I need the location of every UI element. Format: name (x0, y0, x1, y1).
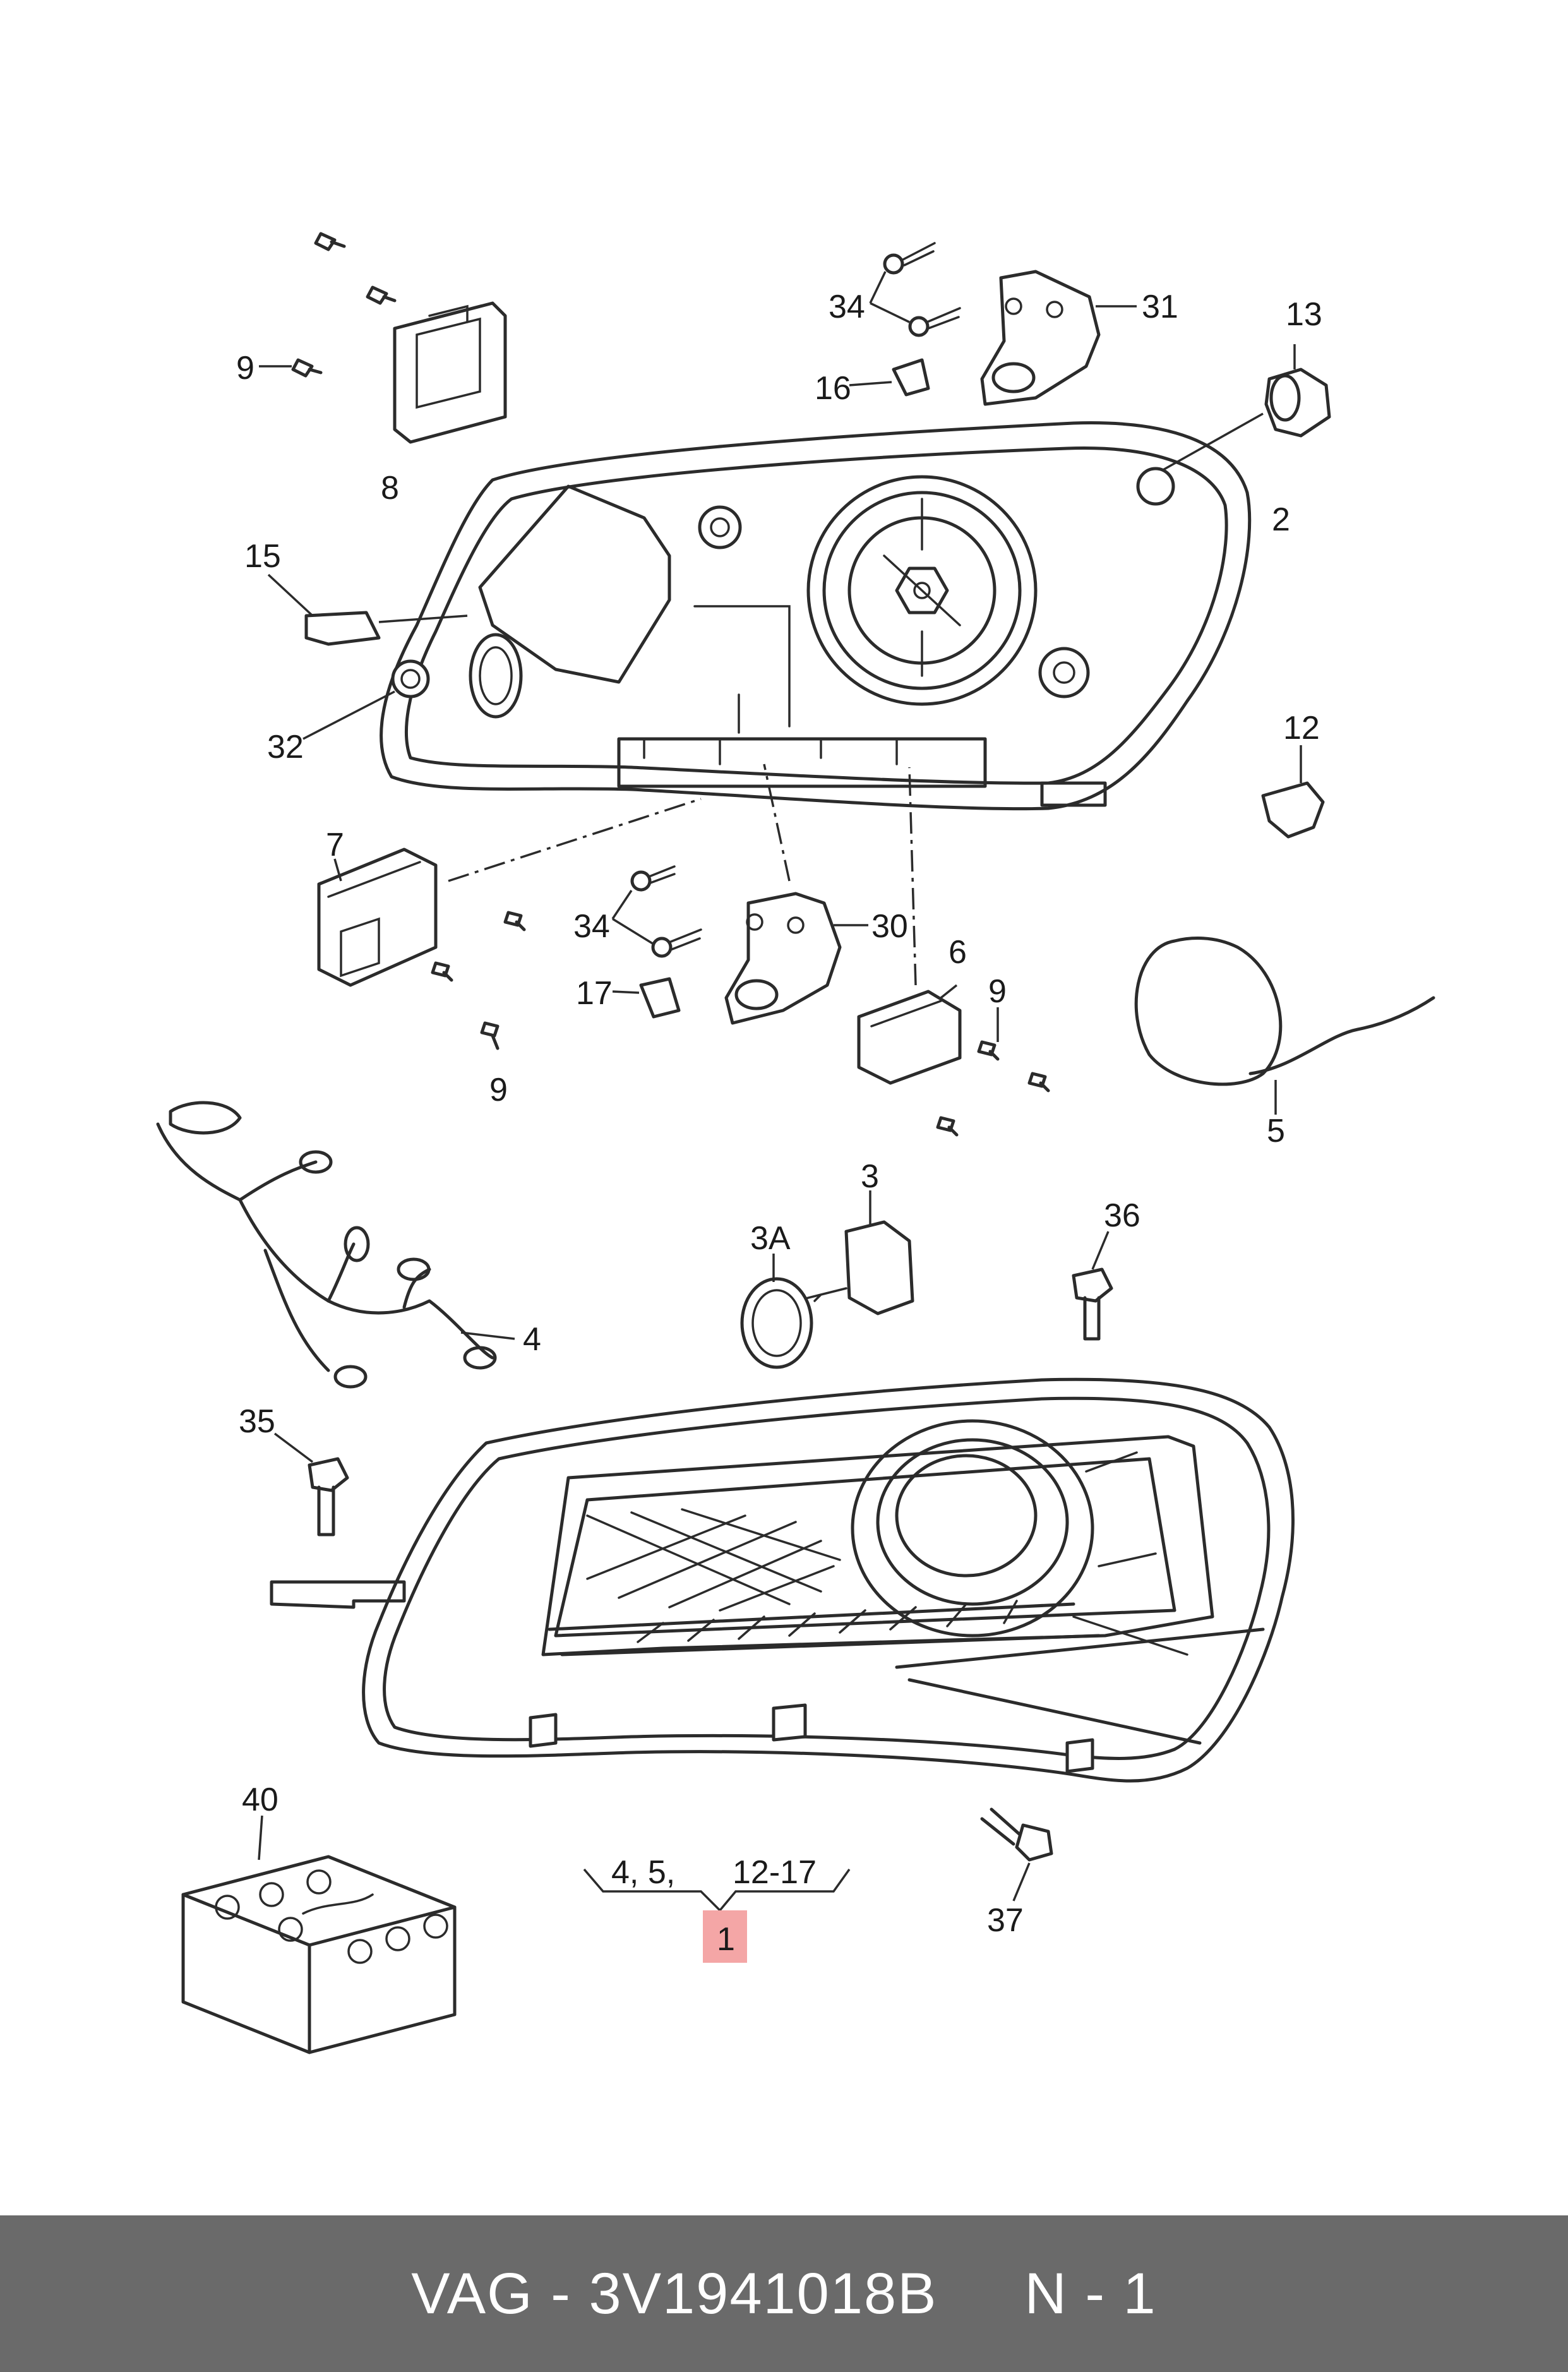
screw-icons-near-6 (936, 1007, 1050, 1137)
bulb-retainer-3a (740, 1254, 813, 1369)
exploded-parts-diagram: 34 31 13 16 9 8 2 15 32 12 7 34 30 6 9 1… (156, 232, 1435, 2054)
connector-15 (267, 573, 468, 646)
label-31: 31 (1142, 289, 1178, 325)
label-7: 7 (326, 827, 344, 863)
wiring-harness-4 (156, 1101, 515, 1389)
label-group-right: 12-17 (733, 1854, 817, 1891)
part-info-footer: VAG - 3V1941018B N - 1 (0, 2215, 1568, 2372)
ballast-module-8 (393, 301, 507, 444)
plug-17 (612, 977, 681, 1019)
label-40: 40 (242, 1782, 278, 1818)
label-36: 36 (1104, 1197, 1140, 1234)
label-5: 5 (1267, 1113, 1285, 1149)
label-9-right: 9 (988, 973, 1007, 1010)
bracket-31 (980, 270, 1137, 406)
bolt-36 (1072, 1231, 1113, 1341)
label-34-middle: 34 (573, 908, 610, 945)
brand-label: VAG (411, 2261, 534, 2326)
screw-34-middle (611, 865, 702, 958)
part-info-text: VAG - 3V1941018B N - 1 (411, 2261, 1156, 2327)
clip-12 (1261, 745, 1325, 839)
label-8: 8 (381, 470, 399, 506)
screw-icons-top-left (259, 232, 397, 378)
cable-5 (1134, 937, 1435, 1115)
projector-ring (806, 475, 1038, 706)
label-32: 32 (267, 729, 304, 765)
highlight-box (703, 1910, 747, 1963)
quantity-label: N - 1 (1024, 2261, 1157, 2326)
label-37: 37 (987, 1902, 1024, 1939)
headlamp-assembly-1 (270, 1377, 1295, 1783)
screw-34-top (869, 242, 961, 337)
spacer (938, 2261, 1025, 2326)
label-16: 16 (815, 370, 851, 407)
label-12: 12 (1283, 710, 1320, 746)
label-3a: 3A (750, 1220, 791, 1257)
label-2: 2 (1272, 501, 1290, 538)
plug-16 (849, 358, 930, 397)
label-34-top: 34 (829, 289, 865, 325)
label-15: 15 (244, 538, 281, 575)
label-13: 13 (1286, 296, 1322, 333)
label-6: 6 (949, 934, 967, 971)
control-module-7 (317, 798, 702, 987)
callout-labels: 34 31 13 16 9 8 2 15 32 12 7 34 30 6 9 1… (236, 289, 1322, 1958)
separator: - (533, 2261, 589, 2326)
label-3: 3 (861, 1158, 879, 1195)
screw-icons-middle-left (431, 911, 526, 1050)
xenon-bulb-3 (794, 1190, 914, 1315)
label-group-left: 4, 5, (611, 1854, 675, 1891)
repair-kit-40 (181, 1815, 457, 2054)
grommet-32 (302, 659, 430, 740)
bracket-30 (724, 764, 868, 1025)
bolt-37 (980, 1807, 1053, 1902)
bolt-35 (273, 1432, 349, 1536)
label-4: 4 (523, 1321, 541, 1358)
headlamp-rear-housing (380, 421, 1252, 811)
label-35: 35 (239, 1403, 275, 1440)
label-17: 17 (576, 975, 613, 1012)
label-9-top: 9 (236, 350, 254, 386)
group-bracket (583, 1868, 851, 1963)
part-number: 3V1941018B (589, 2261, 938, 2326)
module-6 (857, 767, 962, 1085)
label-9-bottom: 9 (489, 1072, 508, 1108)
label-30: 30 (871, 908, 908, 945)
connector-13 (1161, 344, 1331, 472)
label-1: 1 (717, 1921, 735, 1958)
